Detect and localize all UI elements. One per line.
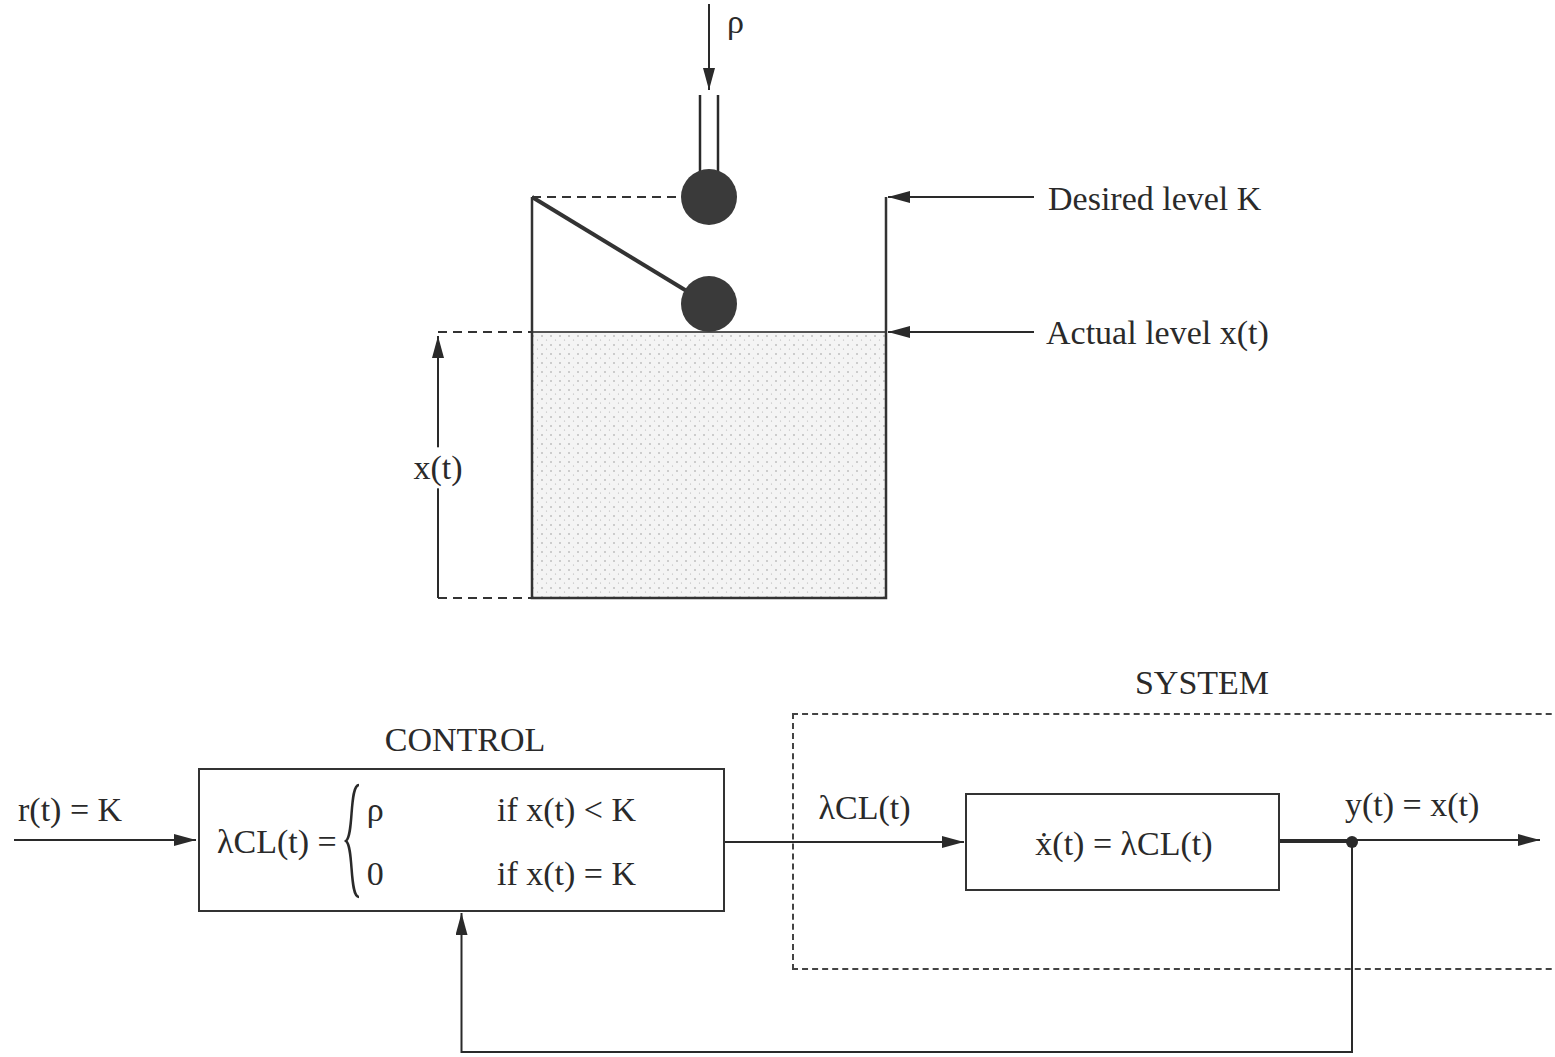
level-label: Desired level K xyxy=(1048,180,1261,217)
output-arrow xyxy=(1278,839,1540,841)
lever-reference xyxy=(532,196,681,198)
control-law: λCL(t) = xyxy=(217,823,337,860)
dimension-label: x(t) xyxy=(409,447,466,488)
block-heading: SYSTEM xyxy=(1135,664,1269,701)
case-value: ρ xyxy=(367,791,384,828)
valve-ball xyxy=(681,169,737,225)
plant-equation: ẋ(t) = λCL(t) xyxy=(1035,825,1212,862)
inflow-arrow xyxy=(708,4,710,90)
tank-wall xyxy=(532,197,886,598)
signal-name: r(t) = K xyxy=(18,791,122,828)
system-boundary: SYSTEMẋ(t) = λCL(t) xyxy=(792,713,1555,970)
signal-arrow xyxy=(725,841,964,843)
level-label: Actual level x(t) xyxy=(1046,314,1269,351)
dimension-extension xyxy=(438,597,532,599)
pipe-wall xyxy=(717,95,720,172)
brace-symbol xyxy=(345,784,361,898)
dimension-extension xyxy=(438,331,532,333)
water xyxy=(532,332,886,598)
case-condition: if x(t) = K xyxy=(497,855,636,892)
pipe-wall xyxy=(699,95,702,172)
leader-line xyxy=(888,331,1034,333)
float-ball xyxy=(681,276,737,332)
junction-dot xyxy=(1346,836,1358,848)
case-condition: if x(t) < K xyxy=(497,791,636,828)
brace-symbol xyxy=(346,785,359,897)
case-value: 0 xyxy=(367,855,384,892)
input-arrow xyxy=(14,839,196,841)
leader-line xyxy=(888,196,1034,198)
plant-box: ẋ(t) = λCL(t) xyxy=(965,793,1280,891)
edge-label: λCL(t) xyxy=(818,789,910,826)
float-lever xyxy=(532,197,690,293)
block-heading: CONTROL xyxy=(385,721,546,758)
input-symbol: ρ xyxy=(727,3,744,40)
feedback-line xyxy=(462,842,1353,1052)
signal-name: y(t) = x(t) xyxy=(1345,786,1479,823)
controller-box: CONTROLλCL(t) =ρif x(t) < K0if x(t) = K xyxy=(198,768,725,912)
